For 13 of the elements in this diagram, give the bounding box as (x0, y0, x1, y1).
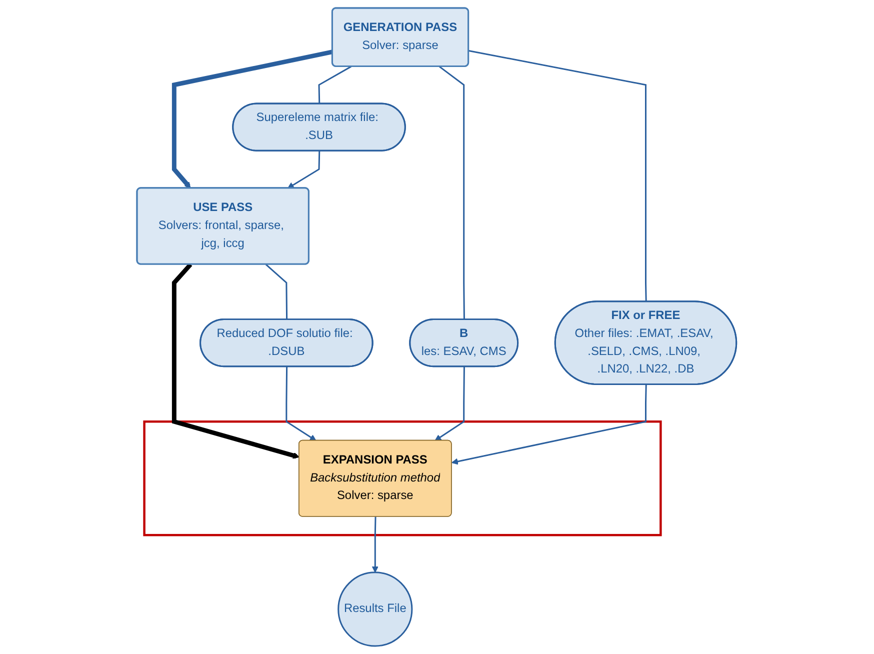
arrow (288, 150, 320, 189)
arrow (286, 366, 317, 441)
connector (439, 66, 466, 320)
connector (468, 50, 648, 302)
arrow (435, 366, 466, 441)
arrow (172, 50, 334, 189)
connector (318, 66, 352, 104)
arrow (172, 262, 300, 459)
cluster (144, 420, 662, 536)
node-circle: Results File (338, 572, 414, 647)
arrow (452, 384, 648, 465)
arrow (372, 516, 379, 573)
connector (266, 264, 288, 320)
